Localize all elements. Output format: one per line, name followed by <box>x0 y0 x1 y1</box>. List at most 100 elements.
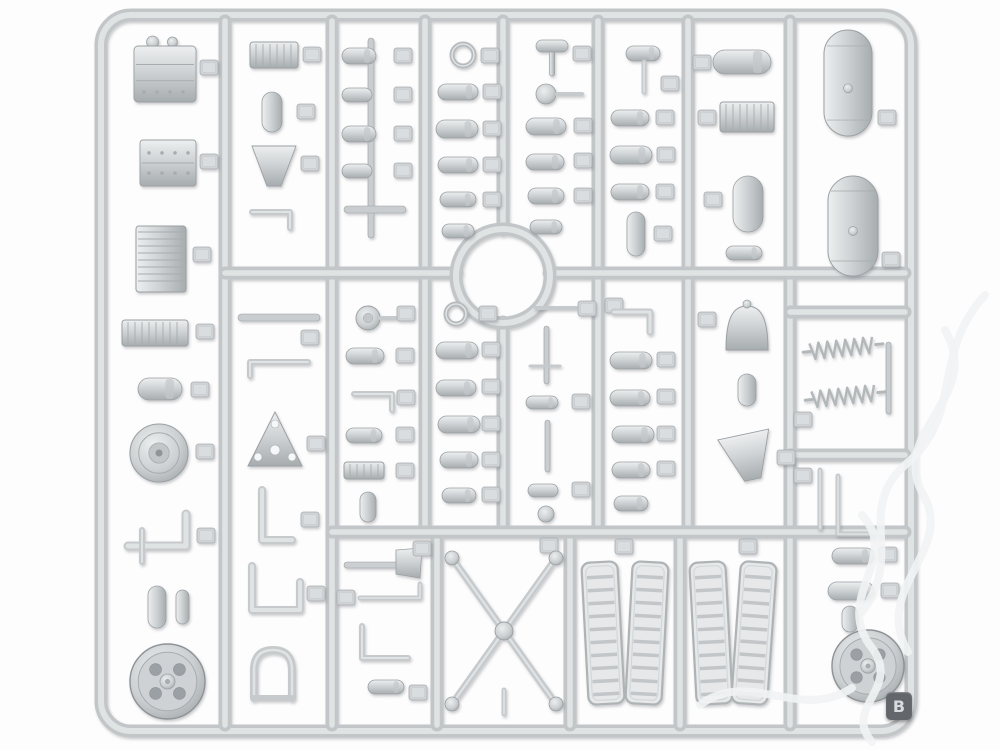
part-hcyl <box>341 163 373 179</box>
part-hcyl <box>341 125 377 143</box>
part-tag <box>881 251 901 268</box>
part-tag <box>793 411 813 428</box>
part-engine <box>133 35 197 103</box>
part-tag <box>306 585 326 602</box>
part-tag <box>302 46 322 63</box>
part-hcyl <box>527 483 559 498</box>
part-rod <box>885 341 892 415</box>
part-ribh <box>249 41 299 69</box>
part-clutch <box>129 423 189 483</box>
part-tag <box>336 589 356 606</box>
part-rod <box>543 325 550 385</box>
part-tank <box>823 29 873 137</box>
part-hcyl <box>527 187 565 205</box>
part-poly <box>123 509 191 551</box>
part-tag <box>877 109 897 126</box>
part-tag <box>300 329 320 346</box>
part-poly <box>359 623 411 661</box>
part-hcyl <box>609 145 653 165</box>
part-tag <box>300 155 320 172</box>
part-tag <box>573 187 593 204</box>
part-vcyl <box>261 91 283 133</box>
part-grille <box>624 560 670 706</box>
part-tag <box>656 146 676 163</box>
part-tag <box>577 300 597 317</box>
part-tag <box>614 538 634 555</box>
part-tag <box>655 109 675 126</box>
part-cone <box>717 428 770 482</box>
sprue-runners <box>94 8 918 738</box>
part-tag <box>656 460 676 477</box>
part-poly <box>351 391 395 413</box>
part-vcyl <box>626 211 646 257</box>
part-poly <box>247 359 311 379</box>
part-tank <box>827 175 879 277</box>
part-hcyl <box>341 87 373 103</box>
part-tag <box>697 311 717 328</box>
part-tag <box>697 109 717 126</box>
part-hcyl <box>439 451 479 469</box>
part-tag <box>880 582 900 599</box>
part-ball <box>535 83 557 105</box>
part-hcyl <box>609 351 653 370</box>
part-hcyl <box>529 219 563 235</box>
part-hcyl <box>345 427 383 444</box>
part-tag <box>481 415 501 432</box>
part-poly <box>835 473 871 537</box>
part-tag <box>482 156 502 173</box>
part-poly <box>357 581 423 601</box>
part-hcyl <box>525 153 565 171</box>
part-vcyl <box>147 585 167 629</box>
sprue-parts <box>121 29 905 720</box>
part-vcyl <box>732 175 764 233</box>
part-tag <box>195 323 215 340</box>
part-poly <box>610 308 654 336</box>
part-hcyl <box>525 117 567 136</box>
part-hcyl <box>441 223 475 239</box>
part-vcyl <box>359 491 377 523</box>
part-grille <box>730 560 778 706</box>
part-grille <box>580 560 626 706</box>
part-tag <box>393 125 413 142</box>
part-disc <box>355 305 381 331</box>
part-spring <box>801 336 885 361</box>
part-tag <box>196 527 216 544</box>
part-wheel <box>129 643 206 720</box>
part-tag <box>481 341 501 358</box>
part-tag <box>393 86 413 103</box>
part-hcyl <box>367 679 405 695</box>
part-tag <box>408 684 428 701</box>
part-ringp <box>449 41 477 69</box>
part-tag <box>573 117 593 134</box>
part-tag <box>478 305 498 322</box>
part-tag <box>296 103 316 120</box>
part-tag <box>655 183 675 200</box>
part-hcyl <box>712 49 772 75</box>
part-ball <box>537 505 555 523</box>
part-hcyl <box>435 379 477 397</box>
part-hcyl <box>137 377 183 401</box>
part-tag <box>738 538 758 555</box>
part-hcyl <box>437 83 479 101</box>
part-hcyl <box>345 347 385 365</box>
part-tag <box>573 152 593 169</box>
part-hcyl <box>441 487 477 504</box>
part-tag <box>660 75 680 92</box>
part-hcyl <box>437 156 479 174</box>
part-ribh <box>121 319 189 347</box>
part-hcyl <box>625 45 661 62</box>
part-hcyl <box>611 425 655 444</box>
part-tag <box>571 481 591 498</box>
part-tag <box>482 83 502 100</box>
part-tag <box>393 162 413 179</box>
part-tag <box>481 378 501 395</box>
part-tag <box>793 467 813 484</box>
part-hcyl <box>609 389 651 407</box>
part-aframe <box>247 410 303 467</box>
part-hcyl <box>831 547 875 565</box>
part-hcyl <box>435 119 479 139</box>
part-tag <box>300 511 320 528</box>
part-hcyl <box>439 191 477 208</box>
